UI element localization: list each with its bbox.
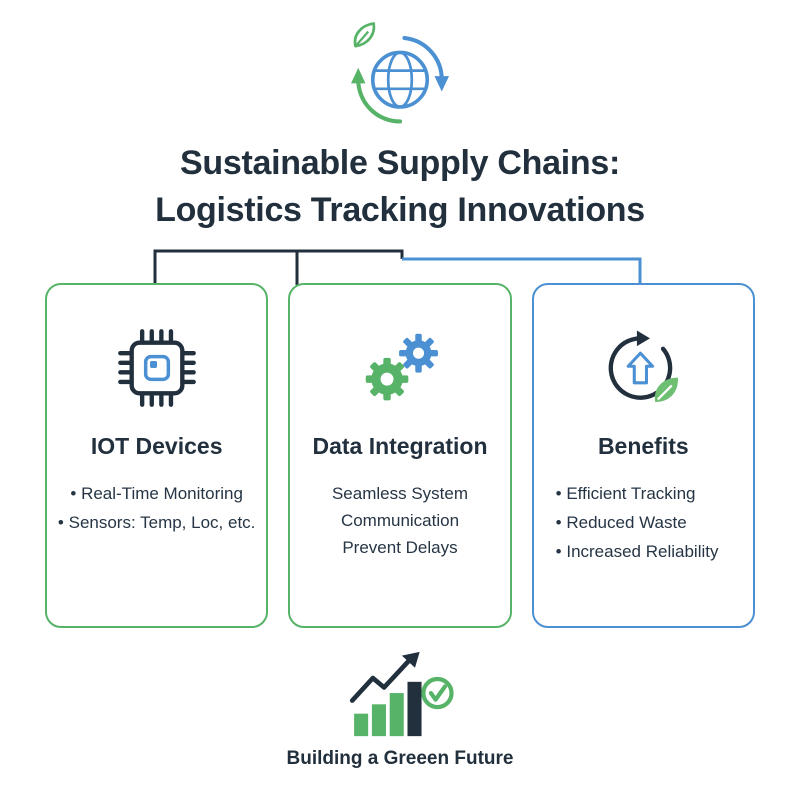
- card-title-iot: IOT Devices: [90, 433, 223, 459]
- text-line: Prevent Delays: [342, 538, 458, 558]
- bullet-item: Reduced Waste: [556, 509, 753, 538]
- page-title-line2: Logistics Tracking Innovations: [155, 190, 645, 229]
- globe-recycle-icon: [341, 18, 459, 141]
- card-title-benefits: Benefits: [597, 433, 689, 459]
- bullet-item: Real-Time Monitoring: [47, 480, 266, 509]
- chip-icon: [47, 317, 266, 419]
- page-title-line1: Sustainable Supply Chains:: [180, 144, 620, 182]
- card-text-integration: Seamless System Communication Prevent De…: [290, 480, 509, 562]
- text-line: Seamless System: [331, 484, 469, 503]
- gears-icon: [290, 317, 509, 419]
- text-line: Communication: [340, 511, 460, 531]
- bullet-item: Efficient Tracking: [556, 480, 753, 509]
- card-bullets-benefits: Efficient Tracking Reduced Waste Increas…: [534, 480, 753, 567]
- card-bullets-iot: Real-Time Monitoring Sensors: Temp, Loc,…: [47, 480, 266, 538]
- bullet-item: Sensors: Temp, Loc, etc.: [47, 509, 266, 538]
- tagline: Building a Greeen Future: [286, 748, 514, 769]
- card-data-integration: Data Integration Seamless System Communi…: [288, 283, 512, 628]
- footer: Building a Greeen Future: [0, 648, 800, 770]
- page-title: Sustainable Supply Chains: Logistics Tra…: [0, 140, 800, 234]
- card-benefits: Benefits Efficient Tracking Reduced Wast…: [531, 283, 755, 628]
- growth-cycle-leaf-icon: [534, 317, 753, 419]
- connector-lines: [153, 249, 642, 285]
- card-title-integration: Data Integration: [312, 433, 488, 459]
- growth-chart-check-icon: [0, 648, 800, 740]
- cards-row: IOT Devices Real-Time Monitoring Sensors…: [45, 283, 755, 628]
- bullet-item: Increased Reliability: [556, 538, 753, 567]
- card-iot-devices: IOT Devices Real-Time Monitoring Sensors…: [45, 283, 269, 628]
